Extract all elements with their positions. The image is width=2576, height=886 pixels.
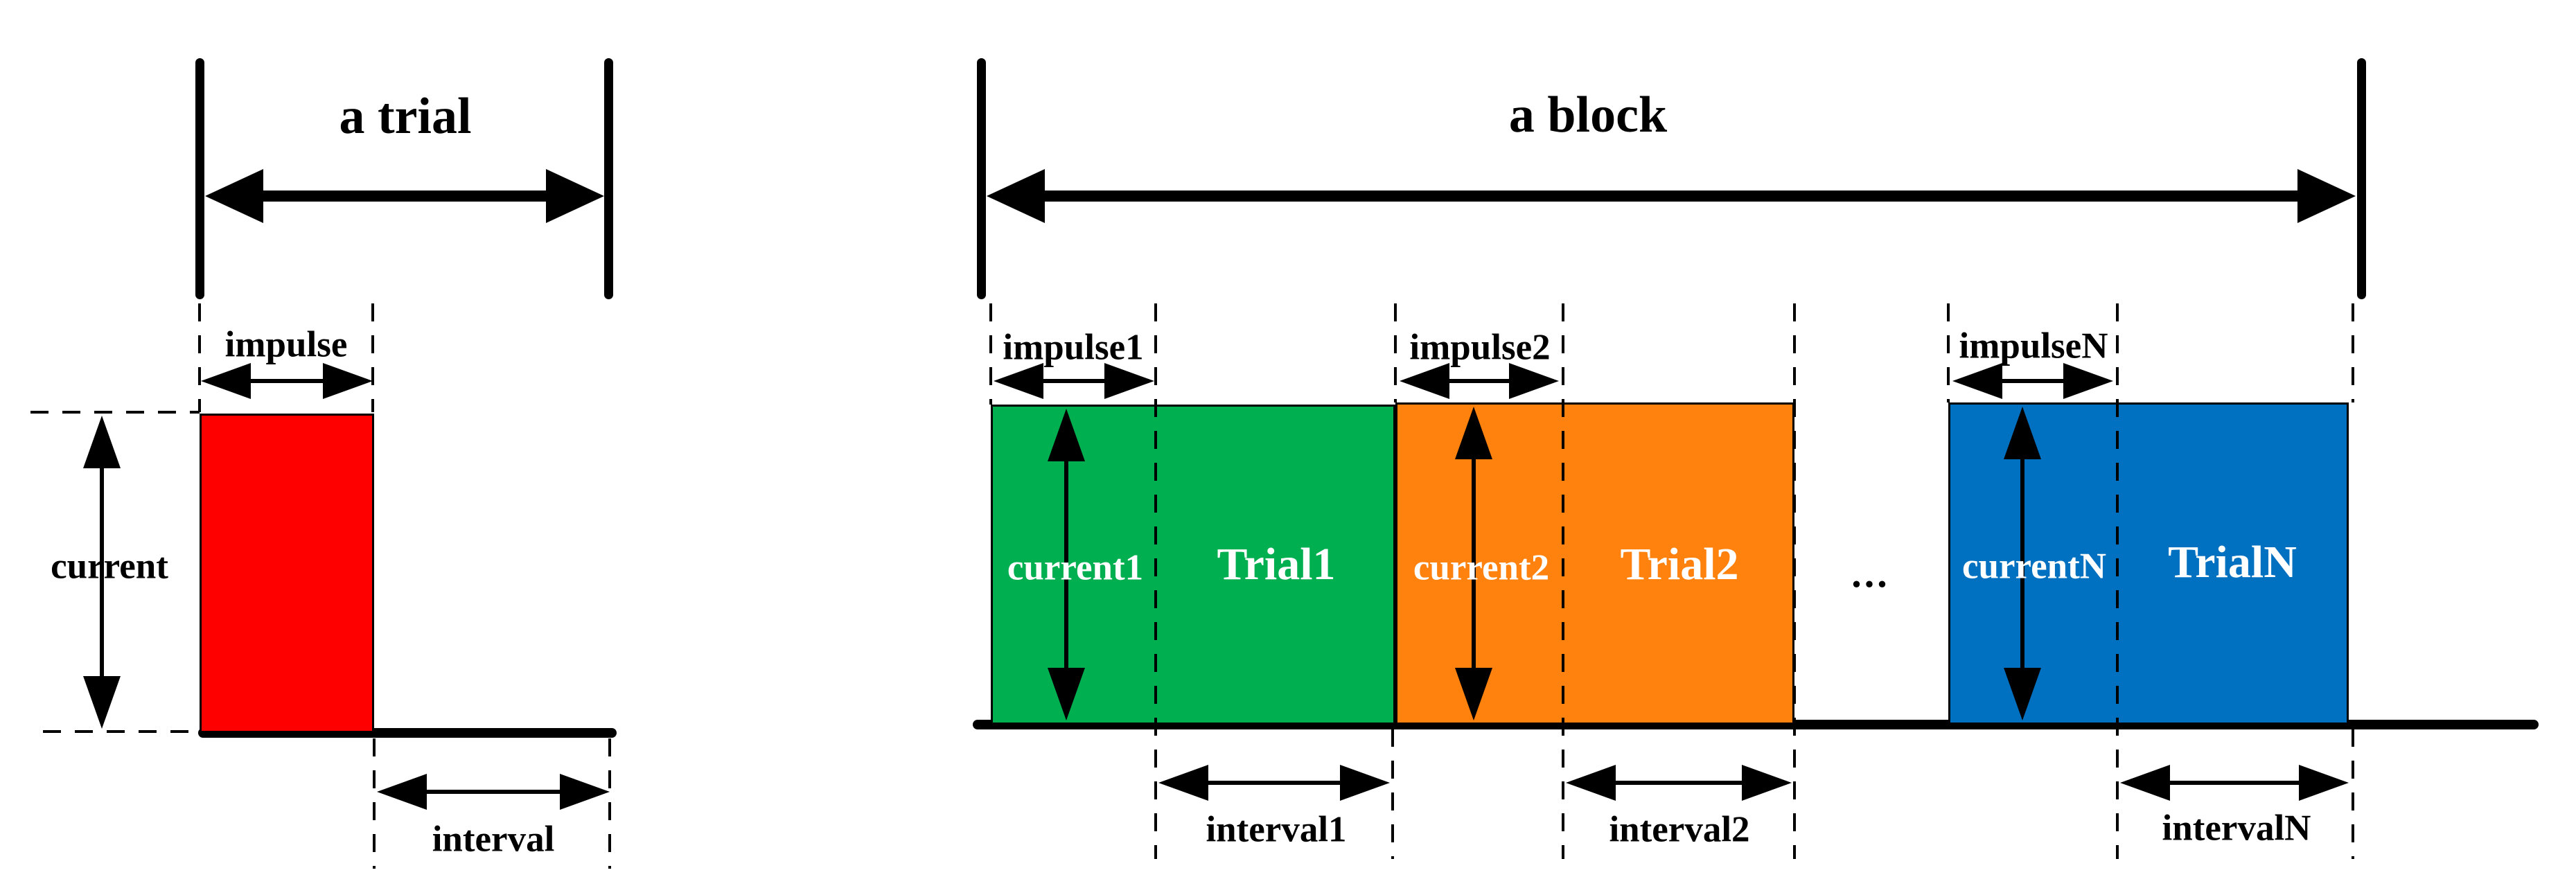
trial2-current-arrow-icon	[1455, 407, 1492, 720]
trial1-impulse-label: impulse1	[1003, 327, 1144, 368]
trial1-impulse-arrow-icon	[994, 363, 1154, 399]
trialN-current-label: currentN	[1961, 546, 2107, 587]
trialN-impulse-dash-right	[2116, 303, 2119, 859]
trialN-impulse-label: impulseN	[1959, 326, 2108, 366]
block-span-label: a block	[1508, 87, 1668, 143]
interval-width-arrow-icon	[377, 774, 610, 810]
trial2-impulse-arrow-icon	[1400, 363, 1559, 399]
trial1-impulse-dash-right	[1154, 303, 1157, 859]
trial1-current-arrow-icon	[1048, 409, 1085, 720]
trial1-interval-label: interval1	[1206, 809, 1347, 850]
impulse-dash-right	[371, 303, 374, 412]
block-span-left-bar	[977, 58, 986, 299]
trial2-interval-label: interval2	[1609, 809, 1750, 850]
current-top-dash	[30, 411, 200, 414]
trial2-impulse-label: impulse2	[1409, 327, 1551, 368]
trial2-interval-arrow-icon	[1566, 765, 1792, 801]
trialN-name-label: TrialN	[2168, 537, 2297, 587]
trialN-impulse-dash-left	[1947, 303, 1950, 402]
trial1-impulse-dash-left	[989, 303, 992, 405]
trialN-current-arrow-icon	[2004, 407, 2041, 720]
impulse-pulse-rect	[200, 414, 374, 733]
trialN-impulse-arrow-icon	[1952, 363, 2113, 399]
impulse-dash-left	[198, 303, 201, 412]
trial1-interval-dash-right	[1391, 729, 1394, 859]
trial1-interval-arrow-icon	[1158, 765, 1390, 801]
impulse-label: impulse	[224, 324, 348, 365]
trial2-current-label: current2	[1413, 547, 1550, 588]
impulse-width-arrow-icon	[201, 363, 373, 399]
trial2-name-label: Trial2	[1620, 539, 1739, 590]
block-span-arrow-icon	[987, 169, 2356, 223]
trialN-interval-arrow-icon	[2120, 765, 2349, 801]
trial2-end-dash	[1793, 303, 1796, 859]
interval-dash-left	[373, 738, 376, 869]
trial2-impulse-dash-left	[1394, 303, 1397, 402]
trial-span-label: a trial	[339, 88, 472, 145]
trialN-interval-label: intervalN	[2162, 808, 2311, 849]
trial1-name-label: Trial1	[1217, 539, 1336, 590]
trial-span-right-bar	[604, 58, 613, 299]
block-span-right-bar	[2357, 58, 2366, 299]
trialN-end-dash-top	[2352, 303, 2354, 402]
trial2-impulse-dash-right	[1562, 303, 1564, 859]
ellipsis-label: ...	[1851, 551, 1890, 596]
current-bottom-dash	[43, 730, 198, 733]
interval-label: interval	[432, 819, 555, 860]
current-label: current	[51, 546, 168, 587]
trialN-interval-dash-right	[2352, 729, 2354, 859]
interval-dash-right	[608, 738, 611, 869]
current-height-arrow-icon	[83, 416, 121, 729]
trial1-current-label: current1	[1007, 547, 1144, 588]
trial-span-arrow-icon	[205, 169, 604, 223]
trial-span-left-bar	[195, 58, 204, 299]
